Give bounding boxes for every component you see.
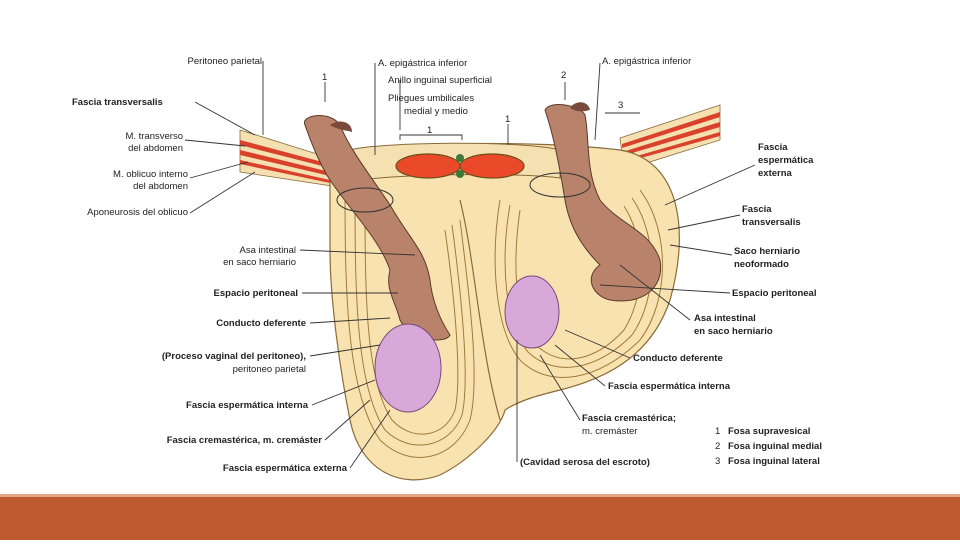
left-testis bbox=[374, 323, 442, 413]
footer-bar bbox=[0, 497, 960, 540]
label-num-1-center: 1 bbox=[427, 125, 432, 136]
label-asa-intestinal-1: Asa intestinal bbox=[239, 245, 296, 256]
label-conducto-deferente-left: Conducto deferente bbox=[216, 318, 306, 329]
label-fascia-esp-interna-left: Fascia espermática interna bbox=[186, 400, 309, 411]
right-abdominal-wall bbox=[619, 104, 721, 171]
label-num-1-top-center: 1 bbox=[505, 114, 510, 125]
label-fosa-esp-2: espermática bbox=[758, 155, 814, 166]
label-m-oblicuo-1: M. oblicuo interno bbox=[113, 169, 188, 180]
label-proceso-vaginal-2: peritoneo parietal bbox=[233, 364, 306, 375]
legend-num-3: 3 bbox=[715, 456, 720, 467]
legend-text-3: Fosa inguinal lateral bbox=[728, 456, 820, 467]
label-fascia-crem-2: m. cremáster bbox=[582, 426, 637, 437]
label-m-transverso-2: del abdomen bbox=[128, 143, 183, 154]
label-m-transverso-1: M. transverso bbox=[125, 131, 183, 142]
right-intestine-loop bbox=[544, 102, 662, 302]
right-testis bbox=[504, 275, 560, 349]
label-saco-2: neoformado bbox=[734, 259, 789, 270]
left-intestine-loop bbox=[304, 115, 451, 341]
legend: 1 Fosa supravesical 2 Fosa inguinal medi… bbox=[715, 426, 822, 467]
label-anillo-inguinal: Anillo inguinal superficial bbox=[388, 75, 492, 86]
label-m-oblicuo-2: del abdomen bbox=[133, 181, 188, 192]
label-cavidad: (Cavidad serosa del escroto) bbox=[520, 457, 650, 468]
label-a-epigastrica-left: A. epigástrica inferior bbox=[378, 58, 467, 69]
label-num-1-left: 1 bbox=[322, 72, 327, 83]
label-espacio-peritoneal-left: Espacio peritoneal bbox=[214, 288, 298, 299]
label-fosa-esp-3: externa bbox=[758, 168, 793, 179]
right-labels: Fascia espermática externa Fascia transv… bbox=[520, 142, 816, 468]
label-espacio-peritoneal-right: Espacio peritoneal bbox=[732, 288, 816, 299]
label-pliegues-1: Pliegues umbilicales bbox=[388, 93, 474, 104]
footer-accent-line bbox=[0, 494, 960, 497]
legend-text-1: Fosa supravesical bbox=[728, 426, 810, 437]
left-abdominal-wall bbox=[239, 129, 333, 187]
label-fascia-tr-2: transversalis bbox=[742, 217, 801, 228]
label-fascia-esp-externa-left: Fascia espermática externa bbox=[223, 463, 348, 474]
label-asa-right-1: Asa intestinal bbox=[694, 313, 756, 324]
label-conducto-deferente-right: Conducto deferente bbox=[633, 353, 723, 364]
top-labels: A. epigástrica inferior Anillo inguinal … bbox=[322, 56, 691, 136]
label-fascia-crem-1: Fascia cremastérica; bbox=[582, 413, 676, 424]
label-fascia-cremasterica-left: Fascia cremastérica, m. cremáster bbox=[167, 435, 323, 446]
label-fascia-esp-interna-right: Fascia espermática interna bbox=[608, 381, 731, 392]
legend-num-2: 2 bbox=[715, 441, 720, 452]
legend-text-2: Fosa inguinal medial bbox=[728, 441, 822, 452]
label-a-epigastrica-right: A. epigástrica inferior bbox=[602, 56, 691, 67]
label-peritoneo-parietal: Peritoneo parietal bbox=[188, 56, 262, 67]
label-num-2: 2 bbox=[561, 70, 566, 81]
label-proceso-vaginal-1: (Proceso vaginal del peritoneo), bbox=[162, 351, 306, 362]
label-saco-1: Saco herniario bbox=[734, 246, 800, 257]
label-aponeurosis: Aponeurosis del oblicuo bbox=[87, 207, 188, 218]
label-asa-intestinal-2: en saco herniario bbox=[223, 257, 296, 268]
label-num-3: 3 bbox=[618, 100, 623, 111]
label-pliegues-2: medial y medio bbox=[404, 106, 468, 117]
umbilical-folds bbox=[349, 142, 561, 183]
label-fascia-tr-1: Fascia bbox=[742, 204, 772, 215]
label-fosa-esp-1: Fascia bbox=[758, 142, 788, 153]
label-fascia-transversalis: Fascia transversalis bbox=[72, 97, 163, 108]
label-asa-right-2: en saco herniario bbox=[694, 326, 773, 337]
left-labels: Peritoneo parietal Fascia transversalis … bbox=[72, 56, 348, 474]
leader-lines bbox=[184, 61, 756, 469]
legend-num-1: 1 bbox=[715, 426, 720, 437]
